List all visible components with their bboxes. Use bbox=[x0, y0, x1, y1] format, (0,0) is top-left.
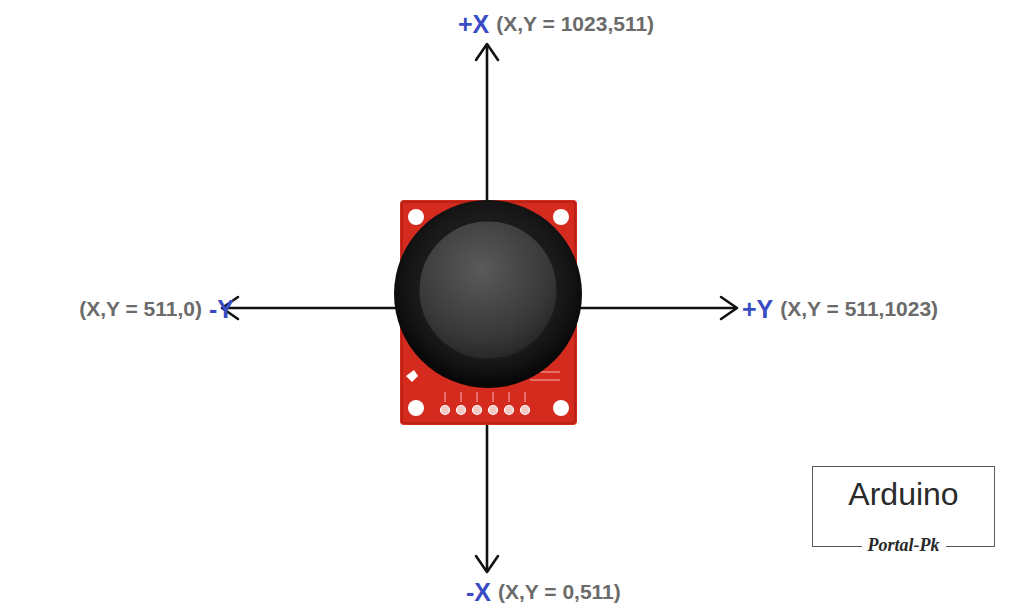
mounting-hole bbox=[553, 400, 569, 416]
joystick-cap bbox=[418, 220, 558, 360]
axis-arrow bbox=[572, 307, 736, 310]
board-logo bbox=[406, 370, 418, 382]
watermark-title: Arduino bbox=[813, 467, 994, 512]
mounting-hole bbox=[408, 209, 424, 225]
watermark-box: ArduinoPortal-Pk bbox=[812, 466, 995, 547]
joystick-ring bbox=[394, 200, 582, 388]
mounting-hole bbox=[553, 209, 569, 225]
mounting-hole bbox=[408, 400, 424, 416]
arrow-head bbox=[721, 297, 737, 319]
axis-name: +X bbox=[458, 10, 489, 39]
axis-name: -Y bbox=[209, 295, 234, 324]
joystick-module bbox=[394, 200, 582, 425]
pin-header bbox=[441, 406, 530, 415]
axis-arrow bbox=[486, 420, 489, 571]
axis-value: (X,Y = 511,1023) bbox=[780, 297, 938, 321]
axis-arrow bbox=[486, 45, 489, 205]
axis-value: (X,Y = 1023,511) bbox=[496, 12, 654, 36]
arrow-head bbox=[476, 556, 498, 572]
arrow-head bbox=[476, 44, 498, 60]
axis-value: (X,Y = 511,0) bbox=[79, 297, 202, 321]
watermark-subtitle: Portal-Pk bbox=[862, 536, 946, 556]
axis-name: -X bbox=[466, 578, 491, 607]
axis-name: +Y bbox=[742, 295, 773, 324]
axis-arrow bbox=[223, 307, 405, 310]
axis-value: (X,Y = 0,511) bbox=[498, 580, 621, 604]
